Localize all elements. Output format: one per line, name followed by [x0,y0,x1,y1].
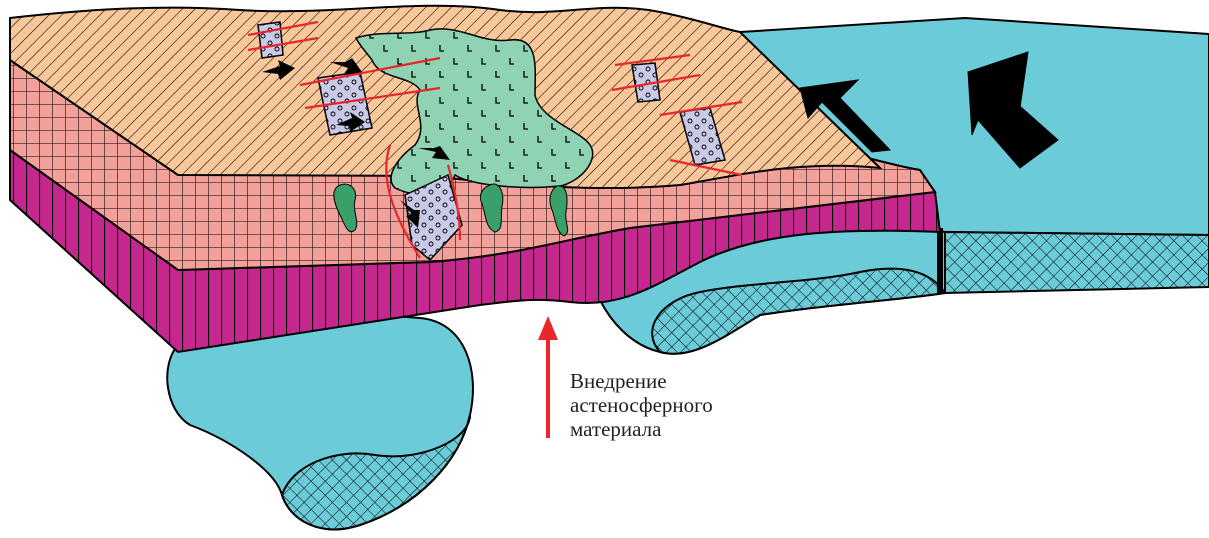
up-arrow-icon [538,316,558,438]
annotation-line-3: материала [570,417,662,441]
annotation-line-2: астеносферного [570,393,713,417]
annotation-line-1: Внедрение [570,369,667,393]
